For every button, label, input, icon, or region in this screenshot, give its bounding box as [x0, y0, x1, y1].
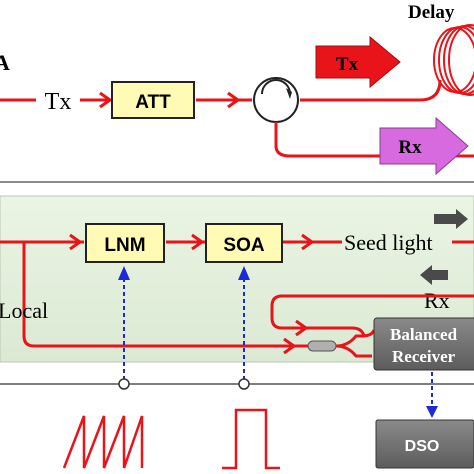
sawtooth-waveform — [62, 415, 144, 469]
soa-drive-node — [238, 378, 250, 390]
tx-fiber — [0, 79, 442, 102]
dso-box: DSO — [375, 419, 474, 469]
seed-fiber-arrowheads — [69, 233, 315, 355]
local-label: Local — [0, 298, 48, 323]
rx-fiber — [274, 122, 474, 158]
balanced-receiver-box: Balanced Receiver — [373, 317, 474, 371]
balanced-receiver-line2: Receiver — [392, 347, 456, 366]
circulator-icon — [253, 77, 299, 123]
att-box: ATT — [111, 81, 195, 119]
seed-direction-arrow — [434, 209, 468, 229]
lnm-box: LNM — [85, 223, 165, 263]
lnm-drive-node — [118, 378, 130, 390]
soa-box: SOA — [205, 223, 283, 263]
soa-label: SOA — [223, 235, 264, 256]
lnm-label: LNM — [104, 235, 145, 256]
dso-label: DSO — [405, 438, 440, 455]
control-lines — [123, 278, 433, 408]
balanced-receiver-line1: Balanced — [390, 325, 458, 344]
rx-direction-arrow — [420, 265, 448, 285]
rx-arrow: Rx — [379, 116, 469, 176]
tx-fiber-arrowheads — [99, 91, 241, 109]
rx-label: Rx — [424, 288, 450, 313]
pulse-waveform — [222, 408, 280, 470]
control-arrowheads — [118, 266, 438, 418]
tx-line-label: Tx — [45, 89, 72, 115]
tx-arrow: Tx — [315, 35, 401, 89]
att-label: ATT — [135, 92, 171, 113]
seed-light-label: Seed light — [344, 230, 433, 255]
rx-arrow-label: Rx — [398, 137, 422, 158]
top-section: Delay A Tx Tx ATT — [0, 2, 474, 176]
rx-receive-fiber — [270, 294, 474, 337]
delay-label: Delay — [408, 2, 455, 23]
left-cut-label: A — [0, 50, 10, 75]
delay-coil — [433, 24, 474, 96]
tx-arrow-label: Tx — [336, 54, 359, 75]
